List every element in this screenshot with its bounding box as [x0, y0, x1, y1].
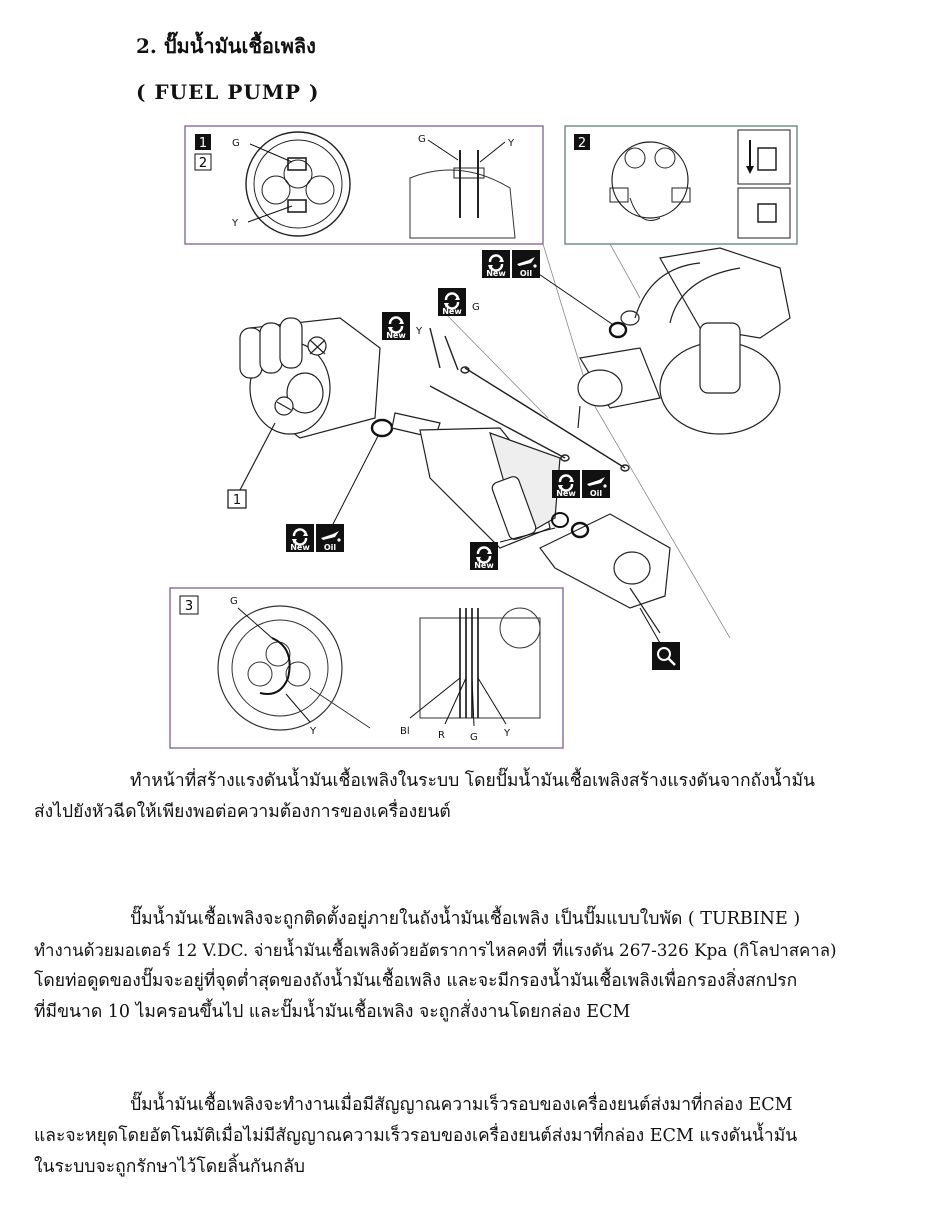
o-ring-top: New Oil [480, 248, 628, 339]
paragraph-line: และจะหยุดโดยอัตโนมัติเมื่อไม่มีสัญญาณควา… [34, 1126, 798, 1146]
icon-new-label-3: New [442, 307, 462, 316]
paragraph-line: ปั๊มน้ำมันเชื้อเพลิงจะทำงานเมื่อมีสัญญาณ… [130, 1095, 793, 1115]
inspect-icon [639, 607, 680, 670]
fuel-pump-exploded-diagram: 1 2 G Y G Y 2 [160, 118, 820, 758]
section-heading-thai: 2. ปั๊มน้ำมันเชื้อเพลิง [136, 34, 316, 58]
inset-2-number: 2 [578, 136, 586, 151]
fuel-pump-body [391, 412, 561, 549]
inset-1-number: 1 [199, 136, 207, 151]
o-ring-left: New Oil [284, 418, 394, 554]
inset-3-number: 3 [185, 599, 193, 614]
section-heading-english: ( FUEL PUMP ) [136, 80, 320, 104]
paragraph-installation: ปั๊มน้ำมันเชื้อเพลิงจะถูกติดตั้งอยู่ภายใ… [34, 904, 914, 1028]
wire-label-y: Y [415, 326, 423, 337]
inset-1b-wire-g: G [418, 134, 426, 145]
inset-3-wire-g2: G [470, 732, 478, 743]
inset-box-1: 1 2 G Y G Y [184, 125, 544, 245]
icon-new-label-5: New [474, 561, 494, 570]
inset-box-2: 2 [564, 125, 798, 245]
paragraph-line: ในระบบจะถูกรักษาไว้โดยลิ้นกันกลับ [34, 1157, 306, 1177]
inset-1-wire-y: Y [231, 218, 239, 229]
inset-3-wire-y: Y [309, 726, 317, 737]
fuel-tank-unit [577, 247, 791, 435]
paragraph-line: โดยท่อดูดของปั๊มจะอยู่ที่จุดต่ำสุดของถัง… [34, 971, 798, 991]
inset-3-wire-y2: Y [503, 728, 511, 739]
icon-new-label-4: New [556, 489, 576, 498]
pump-cap-assembly: 1 [227, 317, 381, 509]
icon-new-label-1: New [290, 543, 310, 552]
paragraph-line: ทำหน้าที่สร้างแรงดันน้ำมันเชื้อเพลิงในระ… [130, 771, 815, 791]
callout-1: 1 [233, 493, 241, 508]
inset-box-3: 3 G Y Bl R G Y [169, 587, 564, 749]
paragraph-line: ที่มีขนาด 10 ไมครอนขึ้นไป และปั๊มน้ำมันเ… [34, 1002, 631, 1022]
inset-3-wire-r: R [438, 730, 445, 741]
icon-new-label-2: New [386, 331, 406, 340]
guide-lines [439, 243, 731, 639]
pump-wires [429, 327, 630, 472]
inset-1-wire-g: G [232, 138, 240, 149]
icon-oil-label-6: Oil [520, 269, 533, 278]
inset-1b-wire-y: Y [507, 138, 515, 149]
diagram-svg: 1 2 G Y G Y 2 [169, 125, 798, 749]
paragraph-function: ทำหน้าที่สร้างแรงดันน้ำมันเชื้อเพลิงในระ… [34, 766, 914, 828]
paragraph-line: ทำงานด้วยมอเตอร์ 12 V.DC. จ่ายน้ำมันเชื้… [34, 940, 837, 960]
paragraph-line: ส่งไปยังหัวฉีดให้เพียงพอต่อความต้องการขอ… [34, 802, 451, 822]
wire-label-g: G [472, 302, 480, 313]
inset-1-number-2: 2 [199, 156, 207, 171]
inset-3-wire-g: G [230, 596, 238, 607]
icon-new-label-6: New [486, 269, 506, 278]
fuel-strainer [539, 513, 671, 634]
icon-oil-label-1: Oil [324, 543, 337, 552]
paragraph-operation: ปั๊มน้ำมันเชื้อเพลิงจะทำงานเมื่อมีสัญญาณ… [34, 1090, 914, 1183]
paragraph-line: ปั๊มน้ำมันเชื้อเพลิงจะถูกติดตั้งอยู่ภายใ… [130, 909, 801, 929]
icon-oil-label-4: Oil [590, 489, 603, 498]
o-ring-strainer: New Oil New [468, 468, 610, 572]
inset-3-wire-bl: Bl [400, 726, 410, 737]
